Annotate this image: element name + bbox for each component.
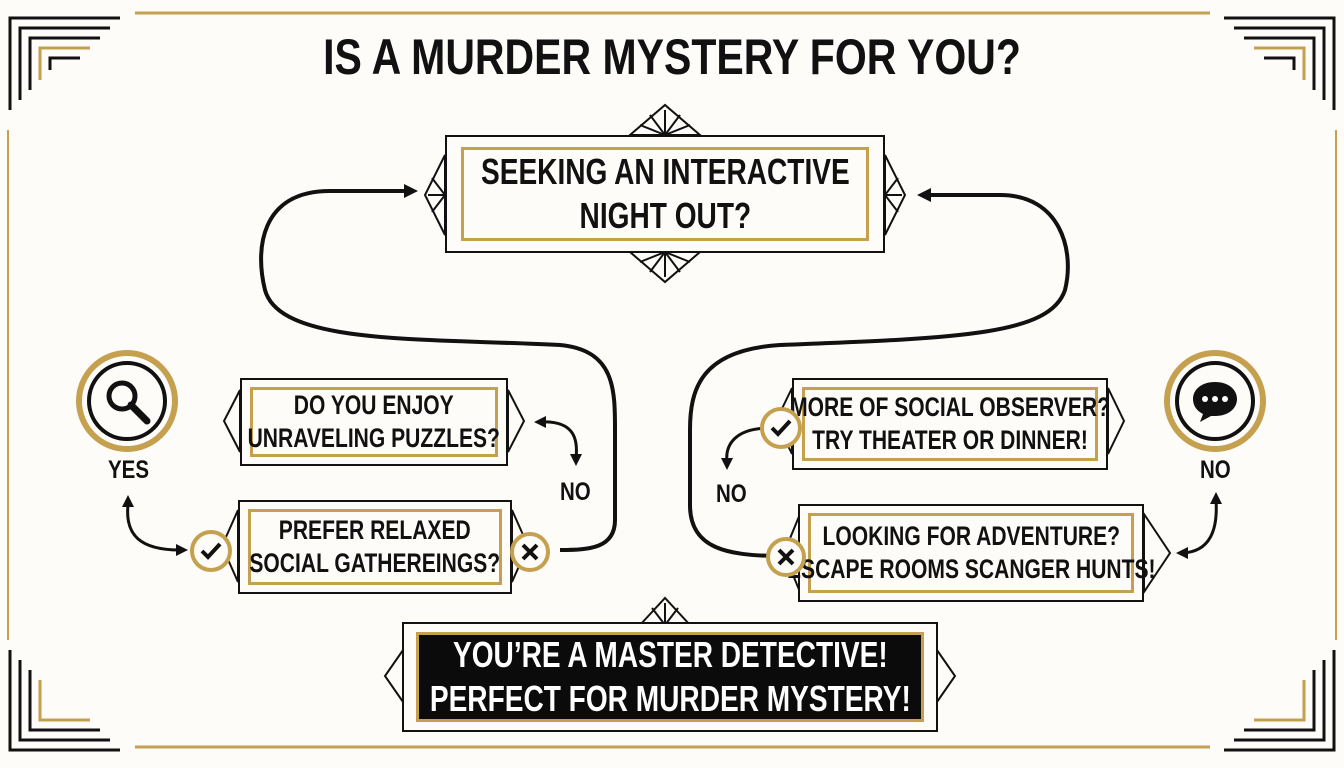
corner-ornament-bottom-left	[8, 650, 120, 752]
node-start: SEEKING AN INTERACTIVE NIGHT OUT?	[445, 135, 885, 253]
check-icon	[190, 530, 232, 572]
node-result-line-2: PERFECT FOR MURDER MYSTERY!	[429, 678, 911, 719]
arrowhead-start-left	[404, 184, 418, 198]
connector-right-loop	[688, 193, 1070, 558]
label-no-right: NO	[1200, 456, 1231, 484]
node-observer: MORE OF SOCIAL OBSERVER? TRY THEATER OR …	[790, 378, 1110, 470]
node-puzzles-line-1: DO YOU ENJOY	[294, 390, 454, 421]
label-yes-left: YES	[108, 456, 150, 484]
speech-bubble-icon	[1164, 350, 1266, 452]
connector-left-loop	[259, 189, 617, 552]
label-no-puzzles: NO	[560, 478, 591, 506]
node-start-line-1: SEEKING AN INTERACTIVE	[480, 151, 850, 193]
node-adventure-line-2: ESCAPE ROOMS SCANGER HUNTS!	[786, 554, 1156, 584]
fan-ornament-start-left	[423, 154, 446, 236]
fan-adventure-right	[1143, 510, 1172, 596]
arrow-puzzles-no	[539, 420, 578, 459]
arrowhead-start-right	[917, 188, 931, 202]
fan-observer-right	[1107, 387, 1126, 455]
fan-ornament-start-right	[884, 154, 907, 236]
fan-puzzles-right	[507, 389, 526, 453]
node-observer-line-1: MORE OF SOCIAL OBSERVER?	[790, 392, 1110, 423]
x-icon	[766, 537, 806, 577]
corner-ornament-top-right	[1224, 16, 1336, 110]
node-observer-line-2: TRY THEATER OR DINNER!	[812, 425, 1088, 455]
page-title: IS A MURDER MYSTERY FOR YOU?	[323, 29, 1021, 85]
x-icon	[510, 532, 550, 572]
node-adventure: LOOKING FOR ADVENTURE? ESCAPE ROOMS SCAN…	[787, 504, 1155, 602]
node-start-line-2: NIGHT OUT?	[579, 195, 751, 236]
magnifying-glass-icon	[76, 350, 178, 452]
node-adventure-line-1: LOOKING FOR ADVENTURE?	[822, 521, 1120, 552]
corner-ornament-top-left	[8, 16, 120, 110]
fan-ornament-start-top	[627, 103, 703, 136]
node-puzzles: DO YOU ENJOY UNRAVELING PUZZLES?	[240, 378, 508, 466]
label-no-observer: NO	[716, 480, 747, 508]
node-puzzles-line-2: UNRAVELING PUZZLES?	[247, 423, 501, 453]
arrow-yes-left	[126, 504, 181, 552]
check-icon	[760, 407, 802, 449]
node-relaxed: PREFER RELAXED SOCIAL GATHEREINGS?	[238, 500, 512, 594]
node-result: YOU’RE A MASTER DETECTIVE! PERFECT FOR M…	[402, 622, 938, 732]
node-relaxed-line-2: SOCIAL GATHEREINGS?	[249, 548, 501, 578]
fan-puzzles-left	[222, 389, 241, 453]
node-result-line-1: YOU’RE A MASTER DETECTIVE!	[452, 634, 888, 676]
fan-ornament-start-bottom	[627, 251, 703, 284]
arrow-no-right	[1181, 499, 1218, 555]
node-relaxed-line-1: PREFER RELAXED	[279, 515, 471, 546]
corner-ornament-bottom-right	[1224, 650, 1336, 752]
